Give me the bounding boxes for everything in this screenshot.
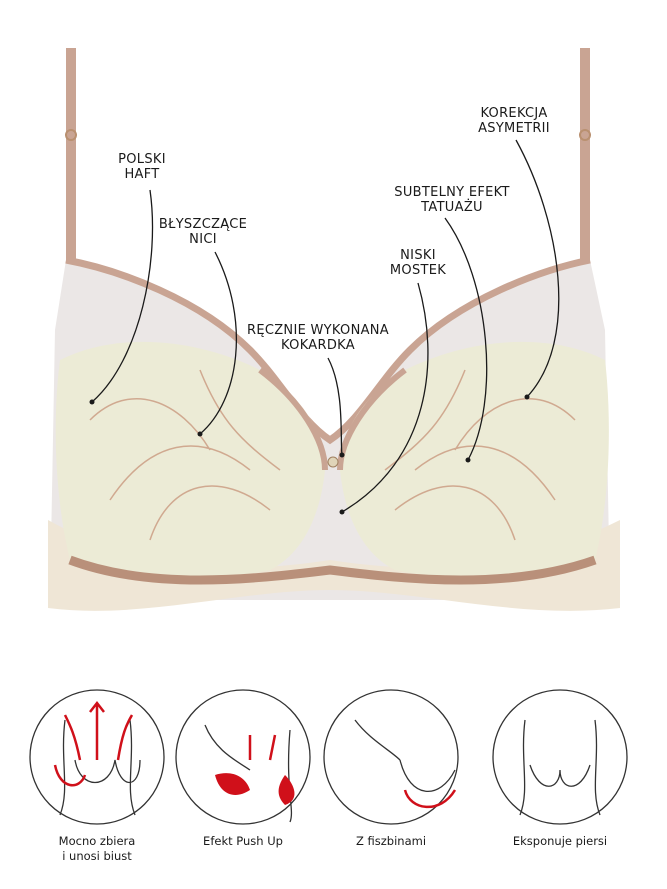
callout-text: KOREKCJA bbox=[480, 106, 548, 121]
push-up-icon bbox=[175, 689, 311, 825]
callout-text: MOSTEK bbox=[389, 263, 447, 278]
callout-text: SUBTELNY EFEKT bbox=[394, 185, 510, 200]
neckline-trim bbox=[65, 256, 591, 445]
caption-text: Efekt Push Up bbox=[203, 834, 283, 848]
callout-text: HAFT bbox=[124, 167, 160, 182]
right-strap-ring bbox=[579, 129, 591, 141]
underwire-icon bbox=[323, 689, 459, 825]
callout-text: NICI bbox=[189, 232, 217, 247]
callout-text: NISKI bbox=[400, 248, 436, 263]
callout-text: RĘCZNIE WYKONANA bbox=[246, 323, 390, 338]
callout-text: BŁYSZCZĄCE bbox=[158, 217, 248, 232]
feature-caption-underwire: Z fiszbinami bbox=[356, 834, 426, 849]
right-cup bbox=[340, 341, 609, 579]
underwire-trim bbox=[68, 555, 597, 585]
leader-lines bbox=[91, 139, 560, 513]
feature-caption-push-up: Efekt Push Up bbox=[203, 834, 283, 849]
left-strap bbox=[66, 48, 76, 263]
caption-text: Mocno zbiera bbox=[58, 834, 136, 848]
caption-text: i unosi biust bbox=[62, 849, 132, 863]
feature-caption-plunge: Eksponuje piersi bbox=[513, 834, 607, 849]
bow bbox=[327, 456, 339, 468]
caption-text: Eksponuje piersi bbox=[512, 834, 608, 848]
plunge-icon bbox=[492, 689, 628, 825]
red-arrows bbox=[53, 700, 457, 809]
callout-text: ASYMETRII bbox=[478, 121, 550, 136]
callout-text: TATUAŻU bbox=[421, 200, 483, 215]
band bbox=[48, 520, 620, 611]
left-strap-ring bbox=[65, 129, 77, 141]
caption-text: Z fiszbinami bbox=[355, 834, 427, 848]
right-strap bbox=[580, 48, 590, 263]
embroidery bbox=[89, 369, 576, 541]
callout-text: KOKARDKA bbox=[281, 338, 355, 353]
push-up-pads bbox=[215, 773, 295, 805]
gather-lift-icon bbox=[29, 689, 165, 825]
callout-text: POLSKI bbox=[118, 152, 166, 167]
left-cup bbox=[55, 341, 326, 579]
